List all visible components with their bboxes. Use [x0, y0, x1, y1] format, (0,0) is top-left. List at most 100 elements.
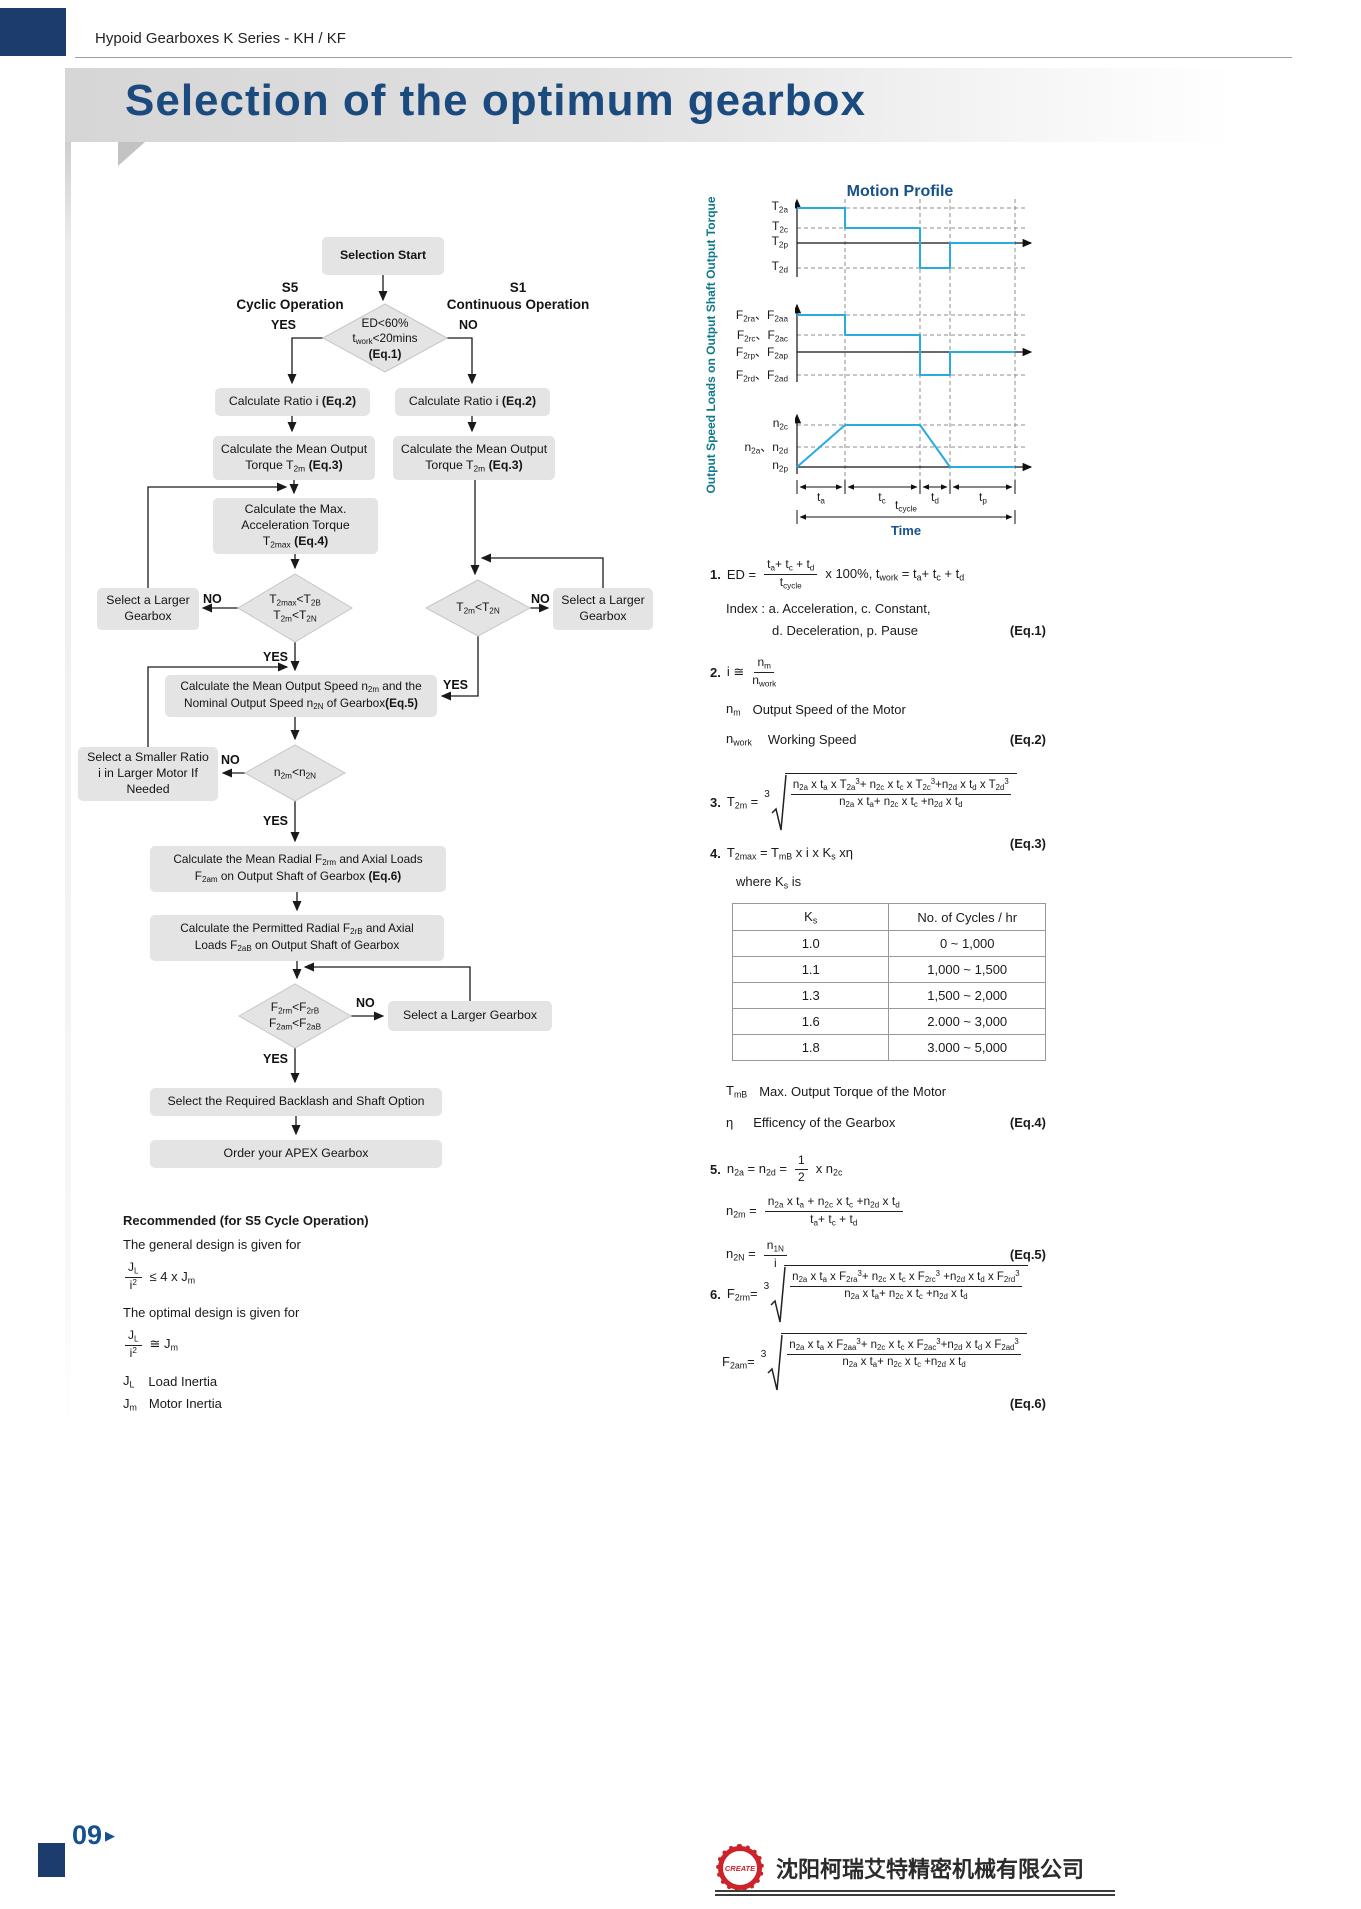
eq1-tag: (Eq.1): [1009, 622, 1046, 638]
motion-profile-chart: Motion Profile: [700, 183, 1050, 551]
flow-order-box: Order your APEX Gearbox: [150, 1140, 442, 1168]
speed-profile-line: [796, 424, 1015, 468]
flow-mean-speed-box: Calculate the Mean Output Speed n2m and …: [165, 675, 437, 717]
decision-ed-shape: [321, 303, 449, 373]
n2c-level-label: n2c: [772, 416, 788, 432]
tp-segment-label: tp: [979, 490, 987, 506]
t2c-level-label: T2c: [772, 219, 788, 235]
corner-decoration: [0, 8, 66, 56]
t2d-level-label: T2d: [771, 259, 788, 275]
flow-no-label: NO: [221, 753, 240, 767]
flow-yes-label: YES: [263, 814, 289, 828]
company-logo: CREATE 沈阳柯瑞艾特精密机械有限公司: [716, 1844, 1085, 1892]
decision-t2m-shape: [424, 579, 532, 637]
td-segment-label: td: [931, 490, 939, 506]
recommended-general: The general design is given for: [123, 1237, 301, 1252]
radical-sign-icon: [767, 1334, 784, 1391]
footer-double-rule: [715, 1890, 1115, 1896]
n2p-level-label: n2p: [772, 458, 788, 474]
flow-yes-label: YES: [443, 678, 469, 692]
tc-segment-label: tc: [878, 490, 886, 506]
t2p-level-label: T2p: [771, 234, 788, 250]
flow-yes-label: YES: [263, 1052, 289, 1066]
page-number: 09▶: [72, 1820, 116, 1850]
f2rd-level-label: F2rd、F2ad: [735, 368, 788, 384]
flowchart-connectors: [147, 275, 604, 1136]
flow-permitted-loads-box: Calculate the Permitted Radial F2rB and …: [150, 915, 444, 961]
right-column: Output Speed Loads on Output Shaft Outpu…: [700, 183, 1050, 1430]
f2ra-level-label: F2ra、F2aa: [735, 308, 788, 324]
torque-profile-line: [797, 207, 1015, 269]
flow-start-box: Selection Start: [322, 237, 444, 275]
decision-ed-text: ED<60%twork<20mins(Eq.1): [352, 316, 418, 361]
cycles-col-header: No. of Cycles / hr: [888, 902, 1046, 932]
tcycle-label: tcycle: [895, 498, 917, 514]
page-edge-shadow: [65, 142, 71, 1427]
f2rc-level-label: F2rc、F2ac: [736, 328, 788, 344]
header-divider: [75, 57, 1292, 58]
load-profile-line: [797, 314, 1015, 376]
banner-notch: [118, 142, 145, 166]
cube-root: 3 n2a x ta x F2aa3+ n2c x tc x F2ac3+n2d…: [761, 1333, 1027, 1391]
flow-backlash-box: Select the Required Backlash and Shaft O…: [150, 1088, 442, 1116]
equation-4: 4.T2max = TmB x i x Ks xη where Ks is Ks…: [710, 845, 1046, 1130]
title-banner: Selection of the optimum gearbox: [65, 68, 1296, 142]
flow-no-label: NO: [459, 318, 478, 332]
decision-t2m-text: T2m<T2N: [456, 600, 500, 616]
time-axis-label: Time: [890, 523, 922, 538]
footer-decoration: [38, 1843, 65, 1877]
cube-root: 3 n2a x ta x F2ra3+ n2c x tc x F2rc3 +n2…: [764, 1265, 1028, 1323]
n2ad-level-label: n2a、n2d: [744, 440, 788, 456]
flow-no-label: NO: [203, 592, 222, 606]
eq6-tag: (Eq.6): [1009, 1396, 1046, 1411]
eq4-tag: (Eq.4): [1009, 1114, 1046, 1130]
ta-segment-label: ta: [817, 490, 825, 506]
page-title: Selection of the optimum gearbox: [125, 76, 866, 125]
flow-select-larger-gearbox-box: Select a Larger Gearbox: [388, 1001, 552, 1031]
recommended-optimal: The optimal design is given for: [123, 1304, 300, 1320]
decision-n2m-shape: [243, 744, 347, 802]
recommended-title: Recommended (for S5 Cycle Operation): [123, 1213, 369, 1228]
eq3-tag: (Eq.3): [1009, 836, 1046, 851]
decision-f2-shape: [237, 983, 353, 1049]
company-name: 沈阳柯瑞艾特精密机械有限公司: [776, 1857, 1085, 1882]
decision-t2max-shape: [237, 573, 353, 643]
gear-logo-icon: CREATE: [716, 1844, 764, 1892]
motion-profile-title: Motion Profile: [846, 183, 954, 200]
f2rp-level-label: F2rp、F2ap: [735, 345, 788, 361]
t2a-level-label: T2a: [771, 199, 788, 215]
flow-yes-label: YES: [263, 650, 289, 664]
equation-6: 6. F2rm= 3 n2a x ta x F2ra3+ n2c x tc x …: [710, 1265, 1046, 1411]
eq5-tag: (Eq.5): [1009, 1247, 1046, 1263]
flow-yes-label: YES: [271, 318, 297, 332]
decision-n2m-text: n2m<n2N: [273, 765, 317, 781]
equation-3: 3. T2m = 3 n2a x ta x T2a3+ n2c x tc x T…: [710, 773, 1046, 851]
recommended-note: Recommended (for S5 Cycle Operation) The…: [123, 1213, 423, 1412]
page-number-arrow-icon: ▶: [105, 1827, 116, 1843]
